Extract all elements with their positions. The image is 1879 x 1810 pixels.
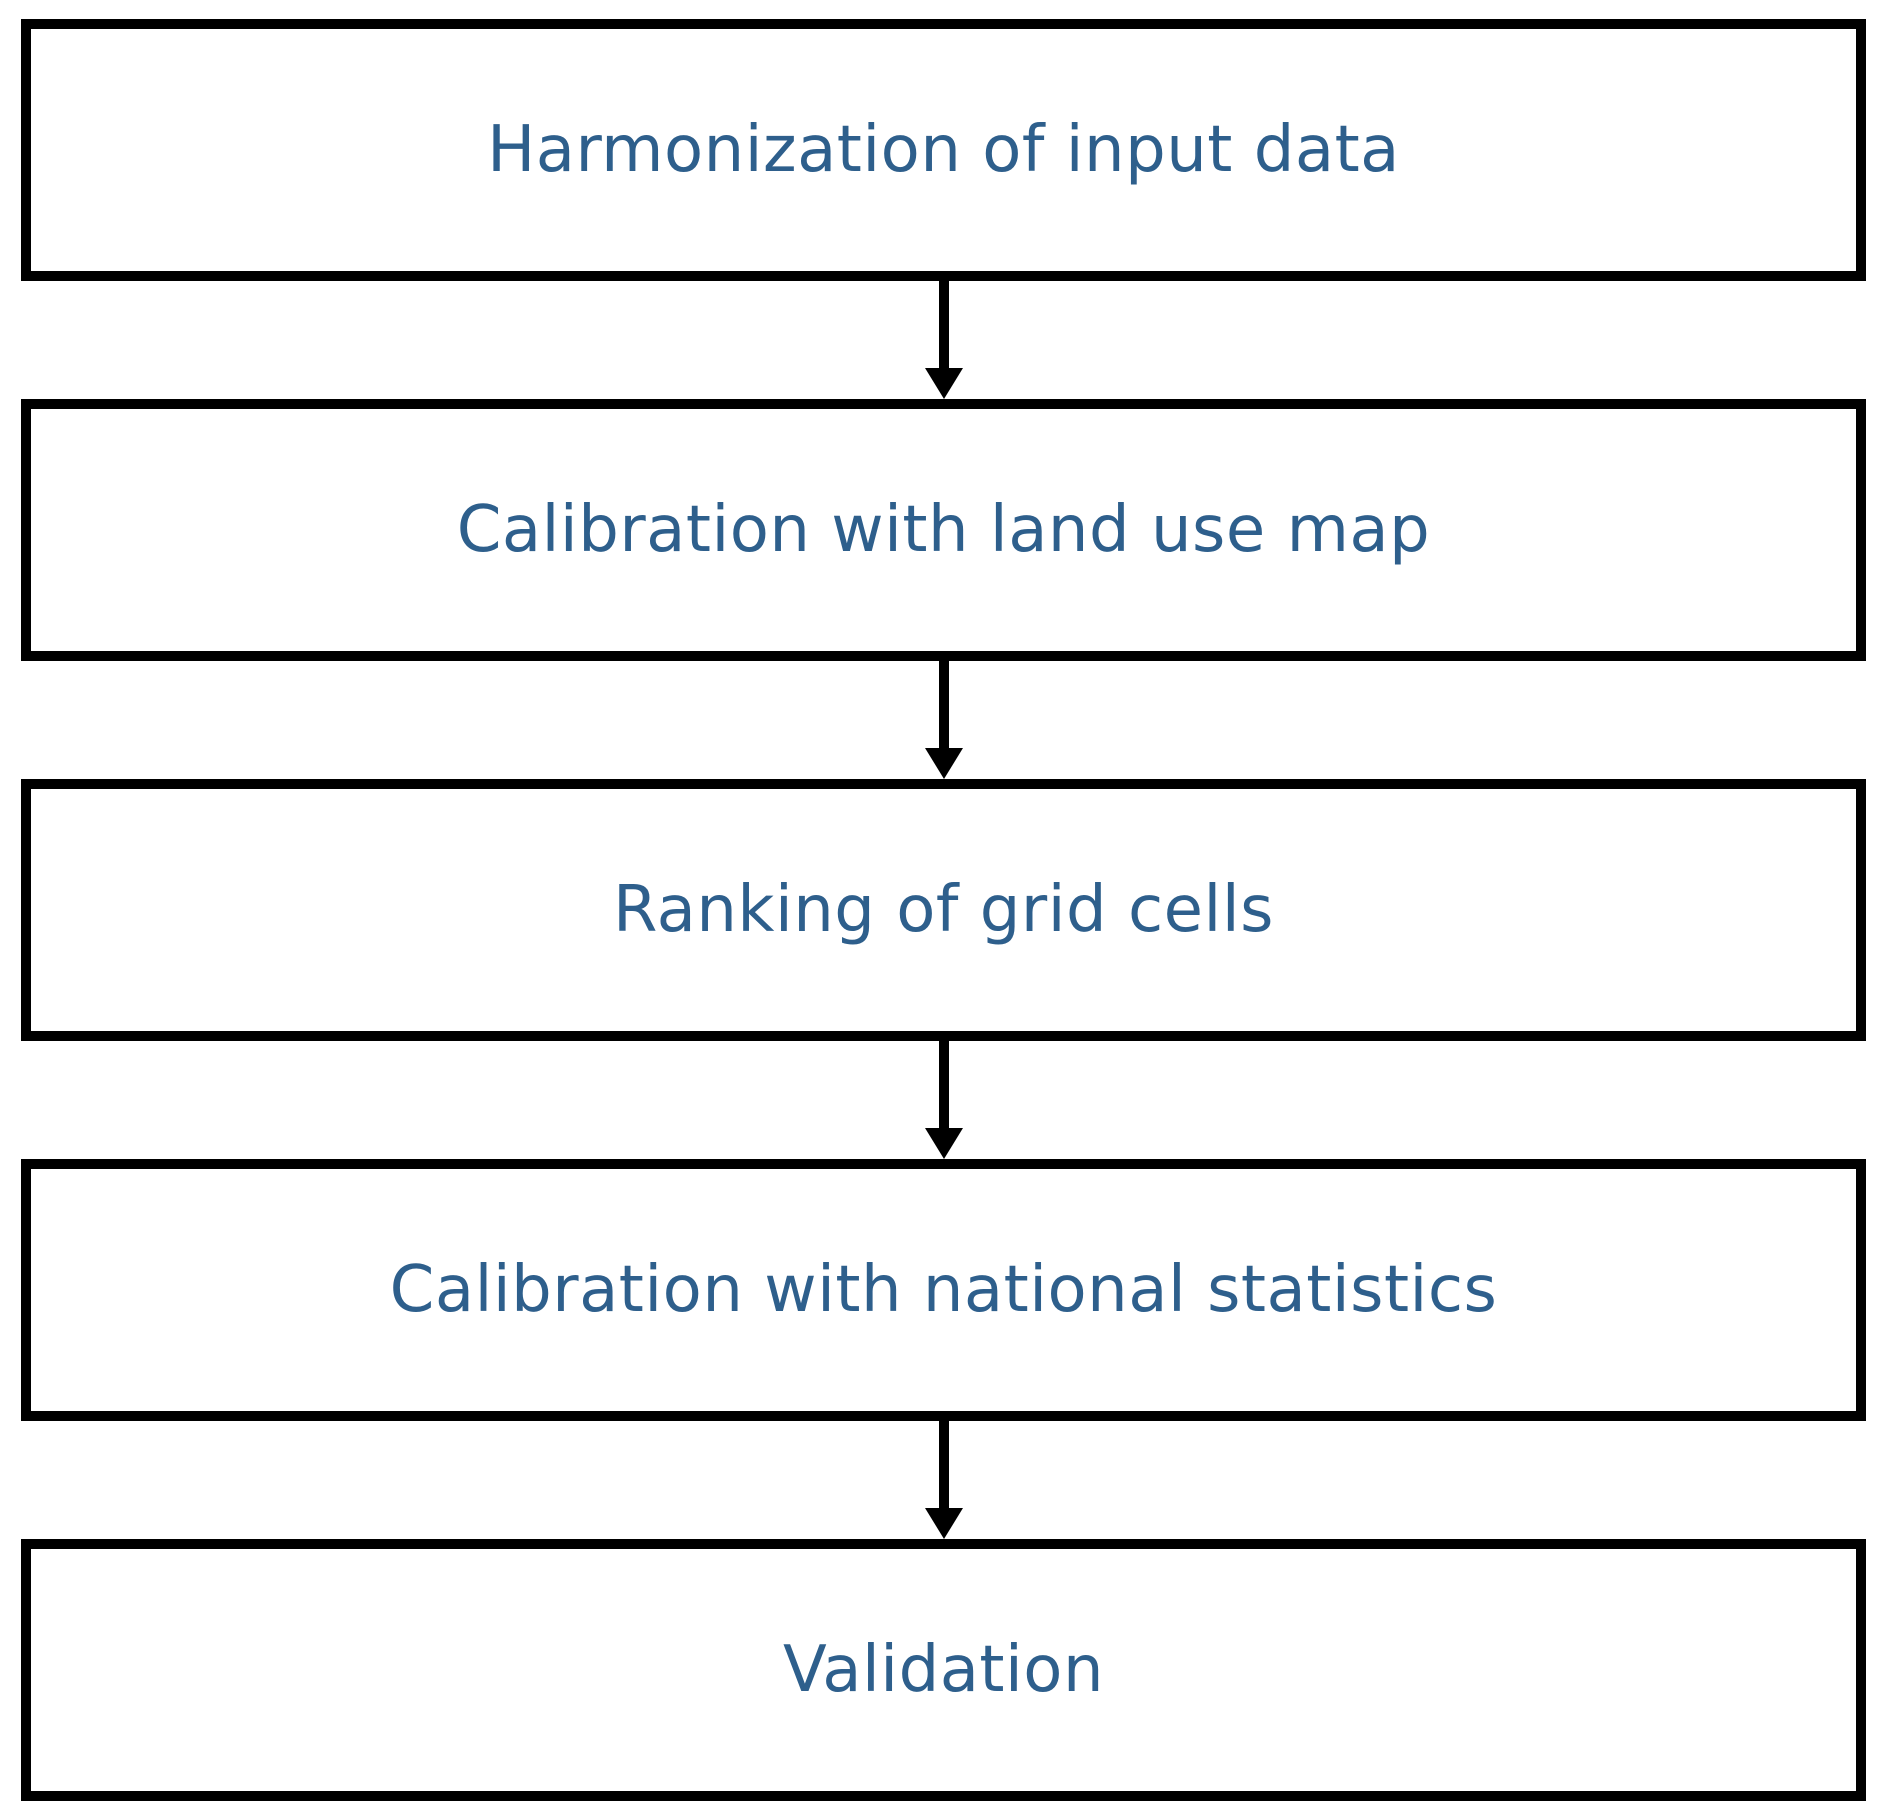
arrow-stem <box>938 1041 949 1128</box>
step-box-calibration-land-use: Calibration with land use map <box>21 399 1866 661</box>
arrow-stem <box>938 1421 949 1508</box>
step-box-validation: Validation <box>21 1539 1866 1801</box>
down-arrow-4 <box>21 1421 1866 1539</box>
arrow-head-icon <box>924 1508 963 1539</box>
arrow-head-icon <box>924 368 963 399</box>
step-label-harmonization: Harmonization of input data <box>487 112 1400 187</box>
down-arrow-2 <box>21 661 1866 779</box>
arrow-head-icon <box>924 748 963 779</box>
down-arrow-3 <box>21 1041 1866 1159</box>
step-label-validation: Validation <box>782 1632 1105 1707</box>
step-box-calibration-national-stats: Calibration with national statistics <box>21 1159 1866 1421</box>
step-box-ranking: Ranking of grid cells <box>21 779 1866 1041</box>
arrow-head-icon <box>924 1128 963 1159</box>
step-label-calibration-land-use: Calibration with land use map <box>456 492 1431 567</box>
step-label-ranking: Ranking of grid cells <box>613 872 1274 947</box>
arrow-stem <box>938 281 949 368</box>
arrow-stem <box>938 661 949 748</box>
step-label-calibration-national-stats: Calibration with national statistics <box>389 1252 1498 1327</box>
step-box-harmonization: Harmonization of input data <box>21 19 1866 281</box>
down-arrow-1 <box>21 281 1866 399</box>
